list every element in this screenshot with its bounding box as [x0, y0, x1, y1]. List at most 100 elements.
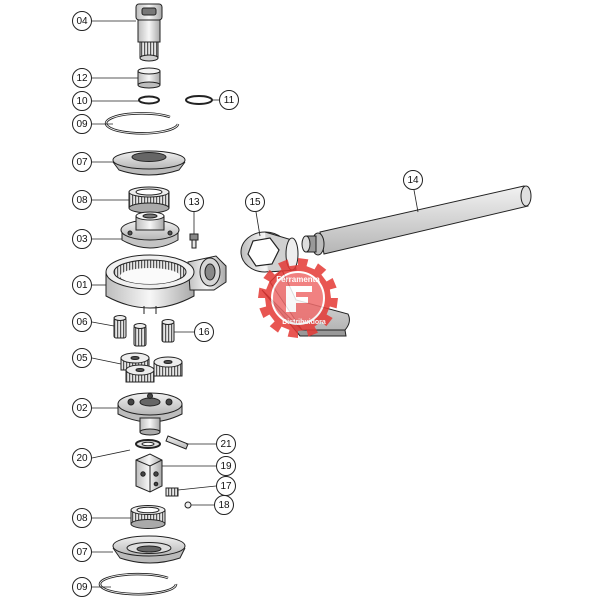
part-09-retaining-ring-top: [104, 112, 180, 135]
part-21-pin: [165, 435, 189, 450]
callout-number: 08: [76, 195, 88, 206]
part-03-cover-plate: [120, 211, 180, 249]
part-10-o-ring: [138, 95, 160, 105]
part-06-plunger-center: [133, 323, 147, 347]
callout-circle: [219, 90, 239, 110]
callout-16: 16: [194, 322, 214, 342]
callout-number: 20: [76, 453, 88, 464]
part-08-needle-bearing-top: [128, 186, 170, 214]
part-12-bushing: [137, 67, 161, 89]
callout-09b: 09: [72, 577, 92, 597]
callout-circle: [72, 312, 92, 332]
callout-circle: [72, 398, 92, 418]
part-06-plunger-left: [113, 315, 127, 339]
callout-number: 13: [188, 197, 200, 208]
part-01-ratchet-head: [105, 254, 227, 314]
callout-circle: [72, 508, 92, 528]
callout-number: 10: [76, 96, 88, 107]
callout-number: 01: [76, 280, 88, 291]
callout-08a: 08: [72, 190, 92, 210]
callout-circle: [72, 275, 92, 295]
callout-circle: [72, 577, 92, 597]
callout-number: 09: [76, 582, 88, 593]
callout-number: 19: [220, 461, 232, 472]
callout-number: 14: [407, 175, 419, 186]
callout-number: 17: [220, 481, 232, 492]
callout-circle: [72, 11, 92, 31]
svg-text:Ferramenta: Ferramenta: [276, 275, 320, 284]
callout-circle: [216, 456, 236, 476]
callout-circle: [72, 91, 92, 111]
callout-number: 06: [76, 317, 88, 328]
callout-circle: [403, 170, 423, 190]
part-20-washer: [135, 439, 161, 449]
callout-number: 05: [76, 353, 88, 364]
callout-03: 03: [72, 229, 92, 249]
callout-number: 16: [198, 327, 210, 338]
callout-circle: [72, 68, 92, 88]
part-17-spring: [165, 487, 179, 497]
callout-circle: [72, 229, 92, 249]
callout-circle: [72, 348, 92, 368]
callout-14: 14: [403, 170, 423, 190]
callout-number: 18: [218, 500, 230, 511]
callout-11: 11: [219, 90, 239, 110]
callout-number: 02: [76, 403, 88, 414]
callout-13: 13: [184, 192, 204, 212]
callout-number: 09: [76, 119, 88, 130]
callout-02: 02: [72, 398, 92, 418]
callout-12: 12: [72, 68, 92, 88]
callout-circle: [72, 114, 92, 134]
callout-number: 21: [220, 439, 232, 450]
callout-circle: [184, 192, 204, 212]
callout-number: 08: [76, 513, 88, 524]
watermark-letter-icon: [286, 286, 312, 312]
part-08-needle-bearing-bottom: [130, 505, 166, 529]
callout-19: 19: [216, 456, 236, 476]
callout-number: 04: [76, 16, 88, 27]
callout-07b: 07: [72, 542, 92, 562]
part-05-gear-center: [125, 364, 155, 383]
callout-07a: 07: [72, 152, 92, 172]
leader-lines: [91, 20, 419, 588]
part-04-drive-shaft: [135, 3, 163, 62]
callout-number: 07: [76, 547, 88, 558]
svg-text:Distribuidora: Distribuidora: [282, 319, 326, 326]
callout-circle: [194, 322, 214, 342]
callout-06: 06: [72, 312, 92, 332]
callout-number: 11: [224, 95, 235, 106]
callout-labels: 04 12 10 11 09 07 08 13 15 14 03 01 06 16 05 02 21 20 19 17…: [72, 11, 423, 597]
callout-circle: [72, 448, 92, 468]
part-18-ball: [184, 501, 192, 509]
callout-04: 04: [72, 11, 92, 31]
part-19-square-drive: [135, 453, 163, 493]
callout-18: 18: [214, 495, 234, 515]
callout-05: 05: [72, 348, 92, 368]
callout-circle: [72, 542, 92, 562]
part-14-handle-tube: [301, 185, 532, 256]
part-13-screw: [189, 233, 199, 249]
callout-21: 21: [216, 434, 236, 454]
callout-number: 07: [76, 157, 88, 168]
part-11-o-ring: [185, 95, 213, 105]
callout-17: 17: [216, 476, 236, 496]
watermark-logo: Ferramenta Distribuidora: [258, 258, 338, 338]
callout-09a: 09: [72, 114, 92, 134]
callout-circle: [214, 495, 234, 515]
callout-circle: [72, 190, 92, 210]
part-16-plunger-right: [161, 319, 175, 343]
callout-circle: [72, 152, 92, 172]
callout-08b: 08: [72, 508, 92, 528]
callout-15: 15: [245, 192, 265, 212]
part-07-cup-washer-top: [112, 150, 186, 176]
callout-01: 01: [72, 275, 92, 295]
callout-20: 20: [72, 448, 92, 468]
part-05-gear-right: [153, 356, 183, 377]
part-09-retaining-ring-bottom: [98, 572, 178, 596]
callout-circle: [216, 434, 236, 454]
callout-number: 12: [76, 73, 88, 84]
callout-10: 10: [72, 91, 92, 111]
part-02-carrier-plate: [117, 392, 183, 436]
